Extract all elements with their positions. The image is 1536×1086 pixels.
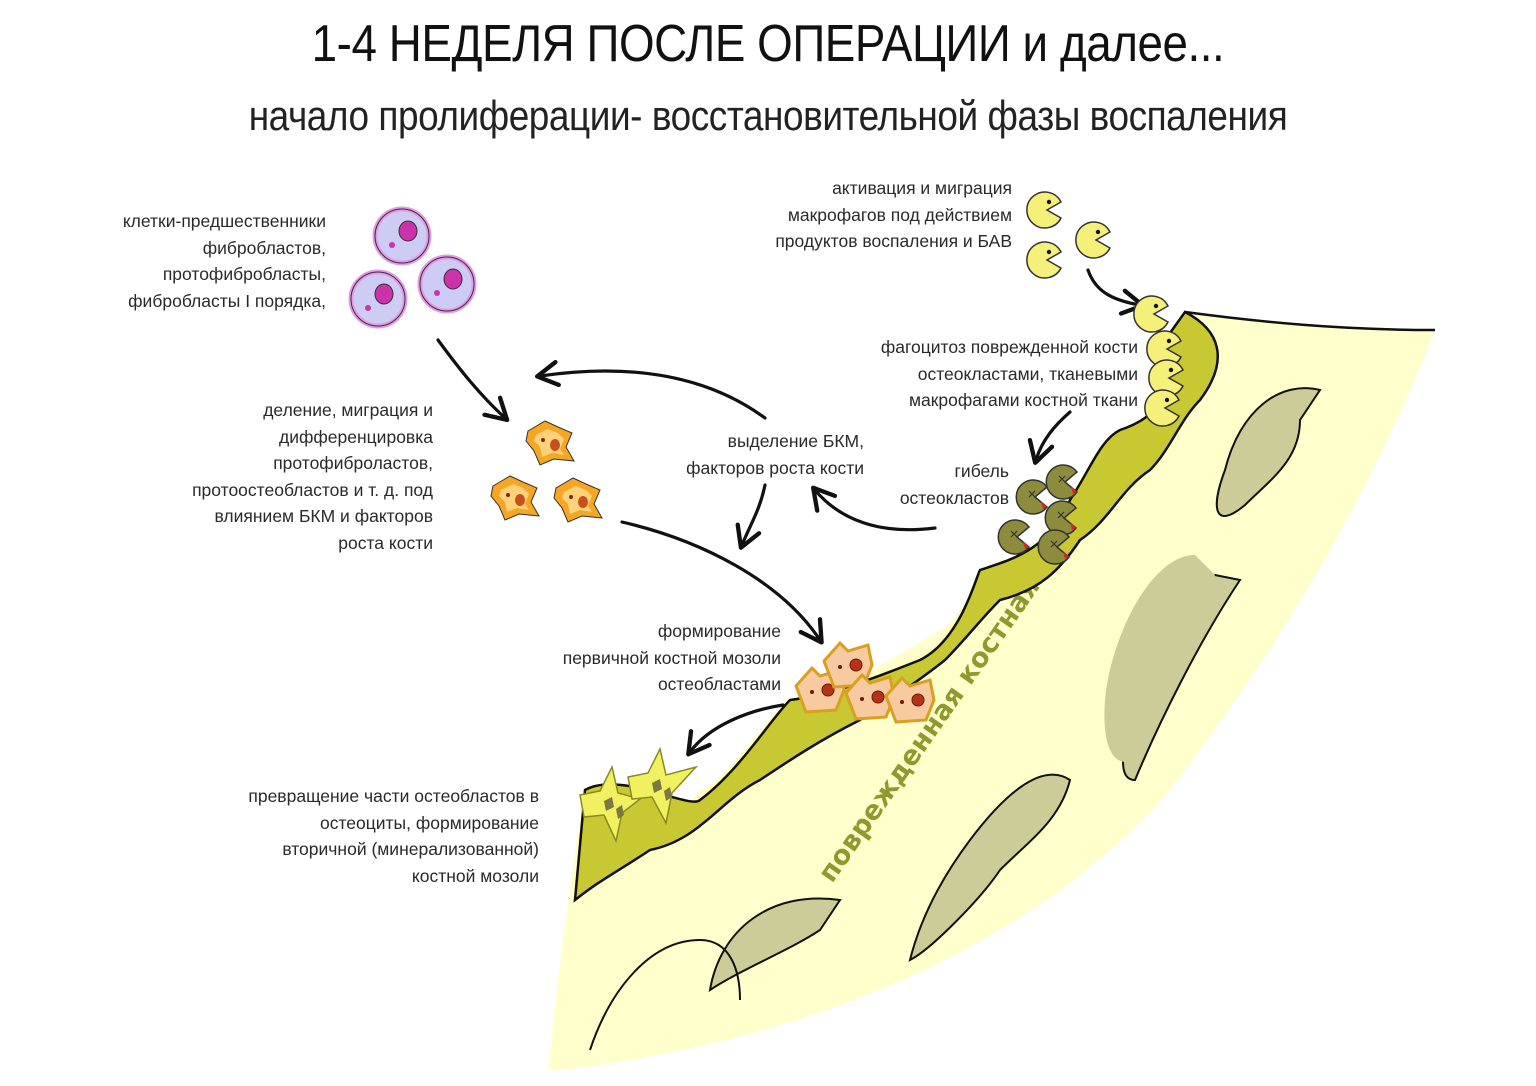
- fibroblast-cell: [553, 477, 603, 523]
- dead-osteoclasts: [997, 464, 1079, 565]
- page-title: 1-4 НЕДЕЛЯ ПОСЛЕ ОПЕРАЦИИ и далее...: [311, 15, 1225, 73]
- fibroblast-cell: [490, 475, 540, 521]
- dead-osteoclast-cell: [1037, 529, 1071, 565]
- bone-cavity: [589, 938, 741, 1051]
- arrows: [436, 268, 1146, 757]
- callus-layer: [573, 310, 1219, 903]
- page-subtitle: начало пролиферации- восстановительной ф…: [248, 92, 1288, 139]
- dead-osteoclast-cell: [1015, 479, 1049, 515]
- osteocyte-cell: [579, 764, 642, 844]
- precursor-cell: [372, 206, 432, 266]
- label-secondary-callus: превращение части остеобластов в остеоци…: [248, 786, 539, 886]
- fibroblast-cell: [525, 420, 575, 466]
- macrophage-cell: [1144, 389, 1180, 427]
- arrow-macrophage-to-bone: [1086, 268, 1146, 316]
- dead-osteoclast-cell: [997, 519, 1031, 555]
- macrophage-cell: [1075, 221, 1111, 259]
- bone-cavity: [1215, 387, 1322, 517]
- arrow-phagocytosis-to-death: [1027, 410, 1072, 465]
- label-precursor-cells: клетки-предшественники фибробластов, про…: [122, 211, 326, 311]
- bone-cavity: [908, 773, 1072, 962]
- osteocyte-cell: [627, 746, 699, 826]
- bone-cavity: [708, 897, 842, 993]
- fibroblasts: [490, 420, 603, 523]
- label-osteoclast-death: гибель остеокластов: [899, 461, 1009, 508]
- osteoblasts: [794, 640, 936, 724]
- bone-cavity: [1104, 555, 1215, 762]
- arrow-death-to-secretion: [810, 485, 937, 532]
- macrophage-cell: [1133, 295, 1169, 333]
- label-primary-callus: формирование первичной костной мозоли ос…: [562, 621, 781, 694]
- dead-osteoclast-cell: [1045, 464, 1079, 500]
- precursor-cell: [417, 254, 477, 314]
- precursor-cells: [348, 206, 477, 329]
- osteoblast-cell: [844, 672, 896, 721]
- macrophage-cell: [1026, 191, 1062, 229]
- macrophage-cell: [1026, 241, 1062, 279]
- label-bcm-secretion: выделение БКМ, факторов роста кости: [686, 431, 864, 478]
- bone-body: [548, 312, 1435, 1070]
- label-macrophage-activation: активация и миграция макрофагов под дейс…: [775, 178, 1012, 251]
- dead-osteoclast-cell: [1044, 500, 1078, 536]
- osteoblast-cell: [884, 675, 936, 724]
- macrophage-cell: [1148, 359, 1184, 397]
- precursor-cell: [348, 269, 408, 329]
- label-phagocytosis: фагоцитоз поврежденной кости остеокласта…: [880, 337, 1138, 410]
- arrow-precursors-to-division: [436, 338, 510, 423]
- label-division-differentiation: деление, миграция и дифференцировка прот…: [192, 400, 433, 553]
- arrow-callus-to-osteocytes: [686, 703, 785, 757]
- arrow-division-to-callus: [620, 520, 824, 645]
- arrow-secretion-to-division: [534, 359, 767, 420]
- macrophages: [1026, 191, 1184, 427]
- osteocytes: [579, 746, 699, 844]
- arrow-secretion-down: [735, 483, 767, 550]
